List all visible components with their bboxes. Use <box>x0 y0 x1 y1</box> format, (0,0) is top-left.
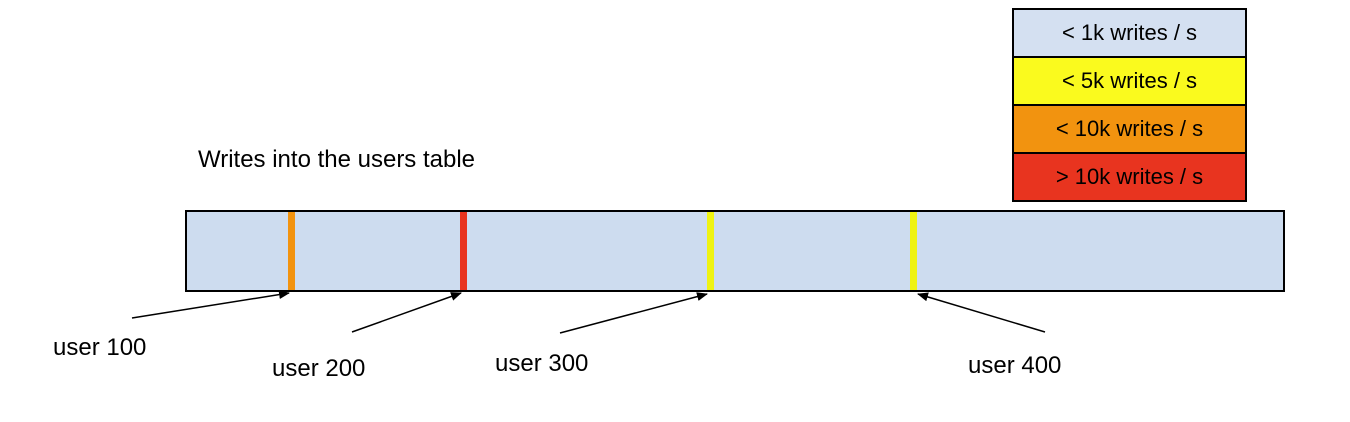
arrow-user-200 <box>351 292 462 333</box>
user-label-400: user 400 <box>968 352 1062 379</box>
diagram-title: Writes into the users table <box>198 146 476 173</box>
arrow-user-100 <box>131 290 290 319</box>
legend-item-label: < 5k writes / s <box>1061 68 1198 93</box>
legend-item-label: < 10k writes / s <box>1055 116 1204 141</box>
legend: < 1k writes / s < 5k writes / s < 10k wr… <box>1012 8 1247 202</box>
arrow-user-400 <box>917 292 1046 333</box>
arrow-user-300 <box>559 292 708 334</box>
user-label-100: user 100 <box>53 334 147 361</box>
legend-item-gt-10k: > 10k writes / s <box>1012 152 1247 202</box>
users-table-bar <box>185 210 1285 292</box>
marker-stripe-user-200 <box>460 212 467 290</box>
marker-stripe-user-100 <box>288 212 295 290</box>
legend-item-lt-1k: < 1k writes / s <box>1012 8 1247 58</box>
legend-item-label: > 10k writes / s <box>1055 164 1204 189</box>
marker-stripe-user-300 <box>707 212 714 290</box>
legend-item-label: < 1k writes / s <box>1061 20 1198 45</box>
legend-item-lt-10k: < 10k writes / s <box>1012 104 1247 154</box>
user-label-300: user 300 <box>495 350 589 377</box>
user-label-200: user 200 <box>272 355 366 382</box>
legend-item-lt-5k: < 5k writes / s <box>1012 56 1247 106</box>
marker-stripe-user-400 <box>910 212 917 290</box>
